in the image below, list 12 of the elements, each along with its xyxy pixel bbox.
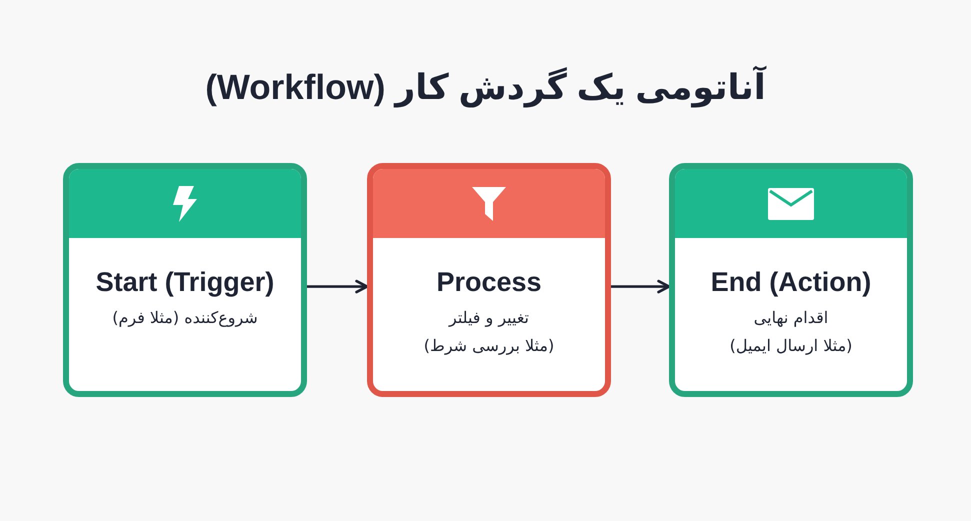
diagram-title: آناتومی یک گردش کار (Workflow) <box>205 66 766 110</box>
step-card <box>669 163 913 397</box>
arrow <box>307 280 368 294</box>
step-title: Start (Trigger) <box>96 266 274 298</box>
step-description: شروع‌کننده (مثلا فرم) <box>112 307 258 329</box>
step-card <box>367 163 611 397</box>
step-title: End (Action) <box>710 266 872 298</box>
arrow <box>611 280 670 294</box>
step-card <box>63 163 307 397</box>
step-description: تغییر و فیلتر (مثلا بررسی شرط) <box>424 307 554 357</box>
step-title: Process <box>436 266 542 298</box>
step-description: اقدام نهایی (مثلا ارسال ایمیل) <box>730 307 852 357</box>
